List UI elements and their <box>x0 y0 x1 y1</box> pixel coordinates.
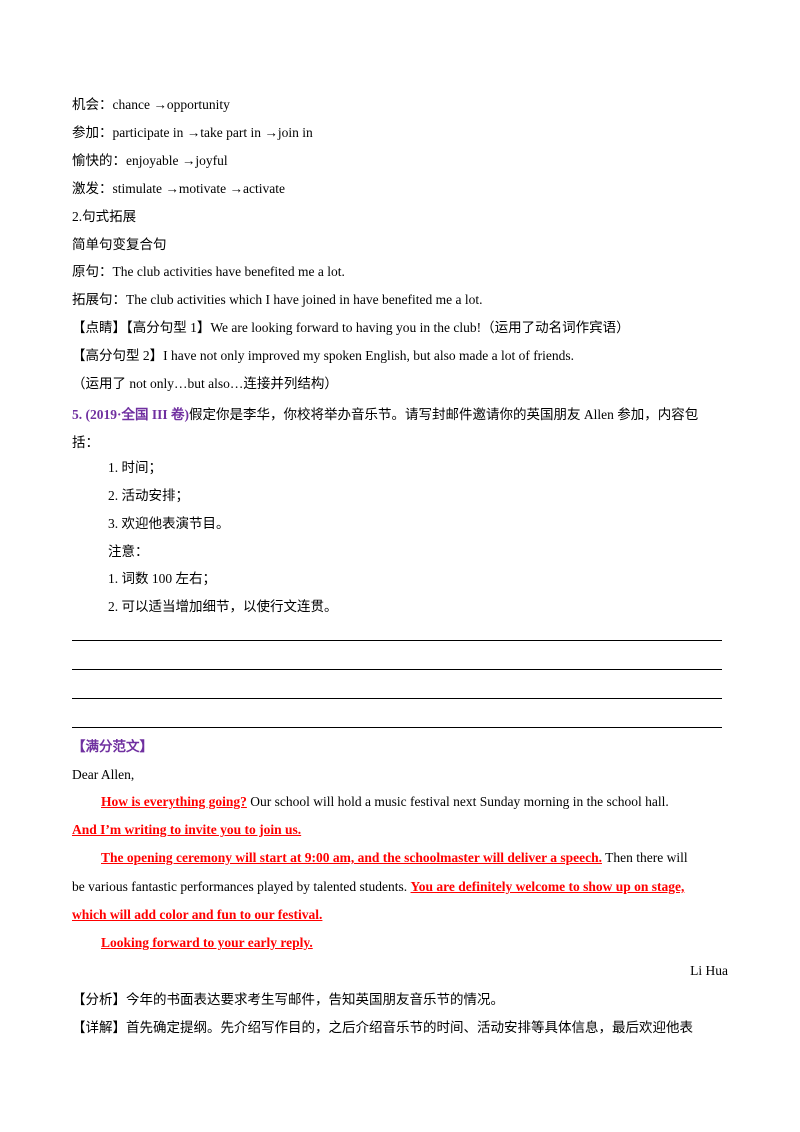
answer-line[interactable] <box>72 669 722 670</box>
vocab-line: 激发：stimulate →motivate →activate <box>72 181 285 196</box>
highlight-phrase: The opening ceremony will start at 9:00 … <box>101 850 602 865</box>
letter-text: Our school will hold a music festival ne… <box>246 794 669 809</box>
requirement-item: 2. 活动安排； <box>108 488 189 503</box>
letter-para-2-cont: which will add color and fun to our fest… <box>72 906 322 924</box>
extended-sentence: 拓展句：The club activities which I have joi… <box>72 292 483 307</box>
highlight-sentence-1: 【点睛】【高分句型 1】We are looking forward to ha… <box>72 320 630 335</box>
letter-para-1-cont: And I’m writing to invite you to join us… <box>72 821 301 839</box>
analysis: 【分析】今年的书面表达要求考生写邮件，告知英国朋友音乐节的情况。 <box>72 992 504 1007</box>
highlight-phrase: And I’m writing to invite you to join us… <box>72 822 302 837</box>
question-label: 5. (2019·全国 III 卷) <box>72 407 190 422</box>
note-item: 1. 词数 100 左右； <box>108 571 216 586</box>
question-text-cont: 括： <box>72 435 99 450</box>
letter-para-2-cont: be various fantastic performances played… <box>72 878 684 896</box>
letter-para-1: How is everything going? Our school will… <box>101 793 669 811</box>
highlight-note: （运用了 not only…but also…连接并列结构） <box>72 376 338 391</box>
highlight-phrase: Looking forward to your early reply. <box>101 935 313 950</box>
letter-greeting: Dear Allen, <box>72 767 135 782</box>
highlight-sentence-2: 【高分句型 2】I have not only improved my spok… <box>72 348 575 363</box>
highlight-phrase: How is everything going? <box>101 794 247 809</box>
letter-text: be various fantastic performances played… <box>72 879 411 894</box>
detail: 【详解】首先确定提纲。先介绍写作目的，之后介绍音乐节的时间、活动安排等具体信息，… <box>72 1020 693 1035</box>
letter-signature: Li Hua <box>690 963 728 978</box>
highlight-phrase: which will add color and fun to our fest… <box>72 907 323 922</box>
model-essay-title: 【满分范文】 <box>72 739 153 754</box>
answer-line[interactable] <box>72 727 722 728</box>
letter-para-2: The opening ceremony will start at 9:00 … <box>101 849 688 867</box>
highlight-phrase: You are definitely welcome to show up on… <box>410 879 685 894</box>
letter-para-3: Looking forward to your early reply. <box>101 934 313 952</box>
letter-text: Then there will <box>601 850 688 865</box>
note-item: 2. 可以适当增加细节，以使行文连贯。 <box>108 599 338 614</box>
vocab-line: 愉快的：enjoyable →joyful <box>72 153 228 168</box>
original-sentence: 原句：The club activities have benefited me… <box>72 264 345 279</box>
section-title: 2.句式拓展 <box>72 209 137 224</box>
question-5: 5. (2019·全国 III 卷)假定你是李华，你校将举办音乐节。请写封邮件邀… <box>72 406 698 424</box>
question-text: 假定你是李华，你校将举办音乐节。请写封邮件邀请你的英国朋友 Allen 参加，内… <box>189 407 699 422</box>
answer-line[interactable] <box>72 698 722 699</box>
answer-line[interactable] <box>72 640 722 641</box>
note-title: 注意： <box>108 544 149 559</box>
vocab-line: 参加：participate in →take part in →join in <box>72 125 313 140</box>
requirement-item: 1. 时间； <box>108 460 162 475</box>
vocab-line: 机会：chance →opportunity <box>72 97 230 112</box>
section-subtitle: 简单句变复合句 <box>72 237 167 252</box>
requirement-item: 3. 欢迎他表演节目。 <box>108 516 230 531</box>
